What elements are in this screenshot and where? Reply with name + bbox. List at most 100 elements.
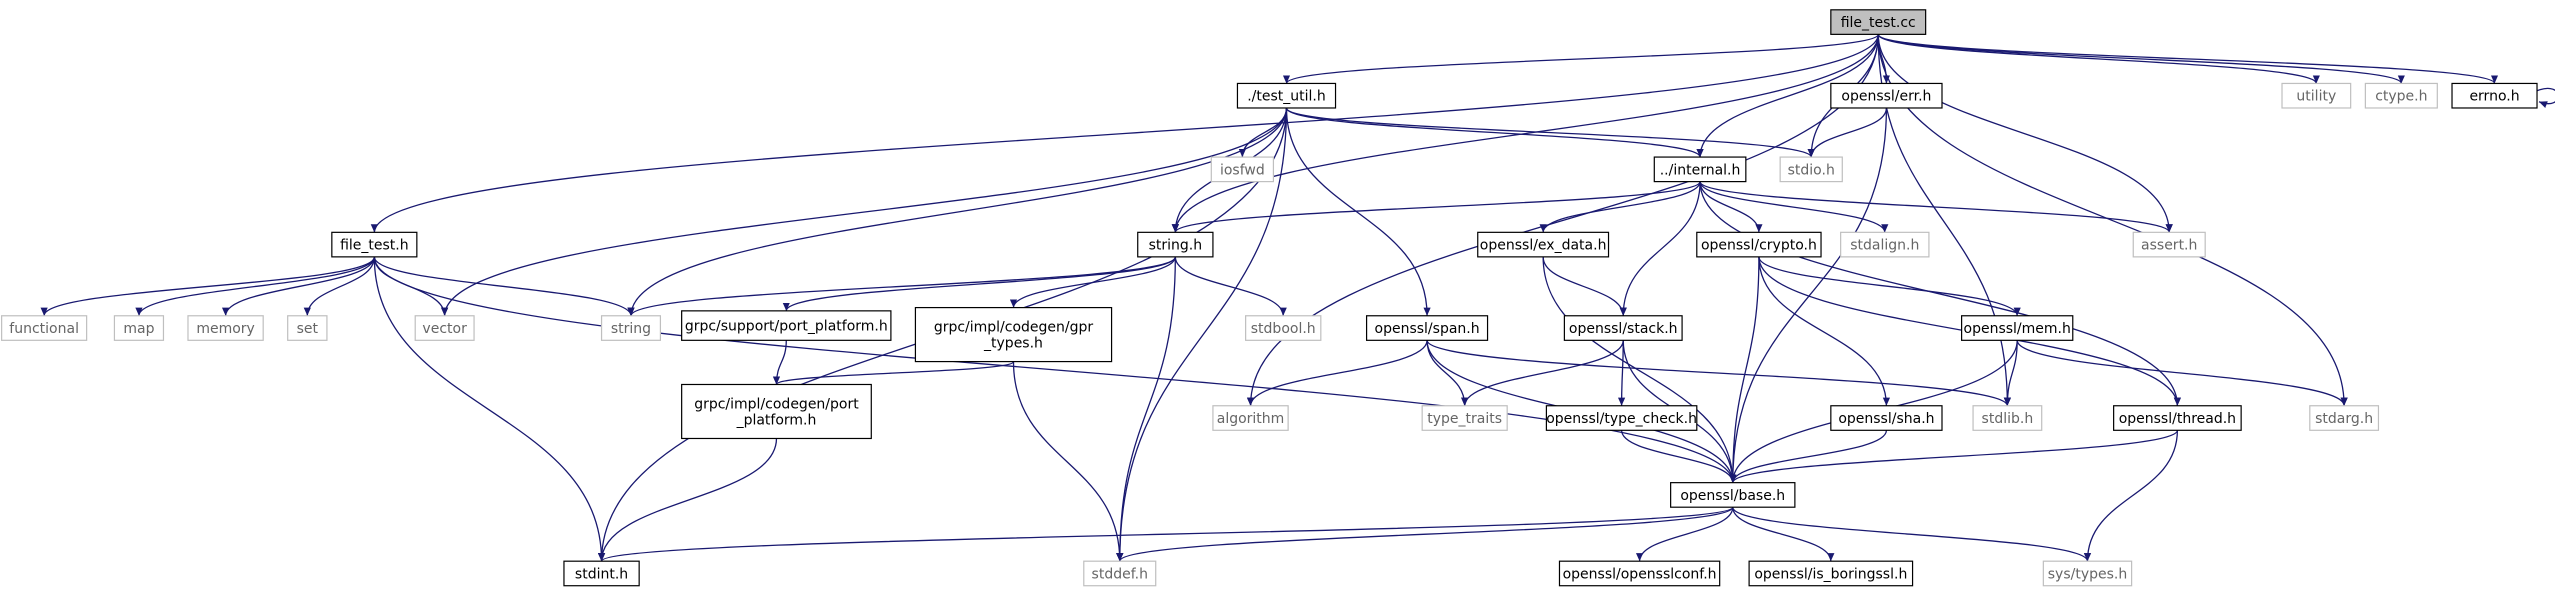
node-string_h[interactable]: string.h — [1137, 231, 1214, 258]
edge-file_test_cc-to-test_util_h — [1283, 33, 1879, 85]
node-box — [1748, 560, 1914, 587]
edge-stack_h-to-type_traits — [1461, 340, 1624, 406]
edge-file_test_h-to-base_h — [373, 256, 1737, 483]
node-label: stdlib.h — [1982, 411, 2034, 427]
node-box — [1563, 315, 1683, 341]
node-box — [1212, 405, 1289, 431]
node-crypto_h[interactable]: openssl/crypto.h — [1696, 231, 1822, 258]
node-sha_h[interactable]: openssl/sha.h — [1830, 405, 1943, 431]
node-is_boringssl_h[interactable]: openssl/is_boringssl.h — [1748, 560, 1914, 587]
node-label: openssl/err.h — [1841, 89, 1931, 105]
node-box — [1696, 231, 1822, 258]
node-string: string — [600, 315, 662, 341]
edge-stack_h-to-type_check_h — [1618, 340, 1626, 406]
edge-gpr_types_h-to-port_platform_codegen — [773, 360, 1015, 386]
edge-string_h-to-string — [627, 256, 1176, 317]
node-box — [1083, 560, 1157, 587]
edge-crypto_h-to-base_h — [1729, 256, 1760, 483]
node-errno_h[interactable]: errno.h — [2451, 82, 2538, 109]
node-mem_h[interactable]: openssl/mem.h — [1961, 315, 2074, 341]
node-sys_types_h: sys/types.h — [2042, 560, 2133, 587]
node-base_h[interactable]: openssl/base.h — [1670, 482, 1796, 508]
node-box — [681, 383, 872, 440]
node-box — [1245, 315, 1322, 341]
node-box — [681, 310, 892, 341]
edge-internal_h-to-ex_data_h — [1539, 181, 1701, 233]
edge-file_test_cc-to-internal_h — [1696, 34, 1879, 158]
node-box — [1236, 82, 1337, 109]
node-label: grpc/impl/codegen/port — [694, 396, 859, 412]
edge-file_test_cc-to-algorithm — [1246, 34, 1879, 406]
node-label: _types.h — [983, 336, 1043, 352]
node-label: file_test.h — [340, 238, 409, 254]
node-stdint_h[interactable]: stdint.h — [563, 560, 640, 587]
edge-base_h-to-stddef_h — [1116, 506, 1734, 562]
edge-layer — [40, 33, 2555, 562]
node-label: type_traits — [1427, 411, 1502, 427]
node-vector: vector — [414, 315, 475, 341]
node-box — [1670, 482, 1796, 508]
node-ex_data_h[interactable]: openssl/ex_data.h — [1477, 231, 1610, 258]
node-label: string — [611, 321, 651, 337]
node-ctype_h: ctype.h — [2364, 82, 2438, 109]
edge-sha_h-to-base_h — [1729, 430, 1888, 483]
edge-internal_h-to-assert_h — [1699, 181, 2173, 233]
node-type_check_h[interactable]: openssl/type_check.h — [1545, 405, 1698, 431]
edge-errno_h-to-errno_h — [2536, 87, 2555, 108]
node-label: ./test_util.h — [1247, 89, 1326, 105]
edge-file_test_h-to-functional — [40, 256, 375, 317]
node-label: openssl/type_check.h — [1546, 411, 1697, 427]
node-label: algorithm — [1217, 411, 1285, 427]
node-box — [1421, 405, 1508, 431]
node-span_h[interactable]: openssl/span.h — [1365, 315, 1489, 341]
node-file_test_cc[interactable]: file_test.cc — [1830, 9, 1927, 35]
node-box — [1, 315, 88, 341]
node-box — [187, 315, 264, 341]
edge-file_test_cc-to-stdarg_h — [1877, 34, 2348, 406]
edge-thread_h-to-base_h — [1729, 429, 2179, 483]
node-utility: utility — [2281, 82, 2352, 109]
node-label: openssl/opensslconf.h — [1563, 566, 1717, 582]
node-file_test_h[interactable]: file_test.h — [331, 231, 418, 258]
node-test_util_h[interactable]: ./test_util.h — [1236, 82, 1337, 109]
edge-ex_data_h-to-stack_h — [1542, 256, 1627, 316]
node-label: map — [123, 321, 154, 337]
node-assert_h: assert.h — [2132, 231, 2206, 258]
node-label: openssl/thread.h — [2119, 411, 2236, 427]
edge-file_test_h-to-set — [303, 256, 375, 316]
edge-span_h-to-stdlib_h — [1426, 340, 2011, 407]
node-label: stdarg.h — [2315, 411, 2373, 427]
node-box — [1137, 231, 1214, 258]
node-stdalign_h: stdalign.h — [1840, 231, 1930, 258]
node-stddef_h: stddef.h — [1083, 560, 1157, 587]
node-label: openssl/mem.h — [1964, 321, 2071, 337]
node-label: _platform.h — [736, 412, 817, 428]
node-label: utility — [2296, 89, 2336, 105]
node-port_platform_codegen[interactable]: grpc/impl/codegen/port_platform.h — [681, 383, 872, 440]
node-opensslconf_h[interactable]: openssl/opensslconf.h — [1558, 560, 1721, 587]
node-stdbool_h: stdbool.h — [1245, 315, 1322, 341]
node-box — [1477, 231, 1610, 258]
node-internal_h[interactable]: ../internal.h — [1653, 156, 1747, 183]
node-thread_h[interactable]: openssl/thread.h — [2113, 405, 2242, 431]
edge-internal_h-to-stdalign_h — [1699, 181, 1889, 233]
node-box — [2451, 82, 2538, 109]
node-label: stdio.h — [1788, 162, 1835, 178]
node-err_h[interactable]: openssl/err.h — [1830, 82, 1943, 109]
node-label: grpc/impl/codegen/gpr — [934, 320, 1094, 336]
edge-file_test_cc-to-assert_h — [1877, 34, 2173, 233]
edge-base_h-to-sys_types_h — [1732, 506, 2091, 562]
node-box — [1972, 405, 2043, 431]
edge-test_util_h-to-internal_h — [1285, 107, 1704, 158]
node-type_traits: type_traits — [1421, 405, 1508, 431]
node-stack_h[interactable]: openssl/stack.h — [1563, 315, 1683, 341]
node-gpr_types_h[interactable]: grpc/impl/codegen/gpr_types.h — [914, 306, 1113, 363]
node-box — [2132, 231, 2206, 258]
node-label: openssl/base.h — [1680, 488, 1785, 504]
node-algorithm: algorithm — [1212, 405, 1289, 431]
edge-port_platform_codegen-to-stdint_h — [597, 438, 778, 562]
node-label: stdbool.h — [1251, 321, 1316, 337]
node-port_platform_support[interactable]: grpc/support/port_platform.h — [681, 310, 892, 341]
node-box — [1961, 315, 2074, 341]
node-label: stdalign.h — [1850, 238, 1919, 254]
